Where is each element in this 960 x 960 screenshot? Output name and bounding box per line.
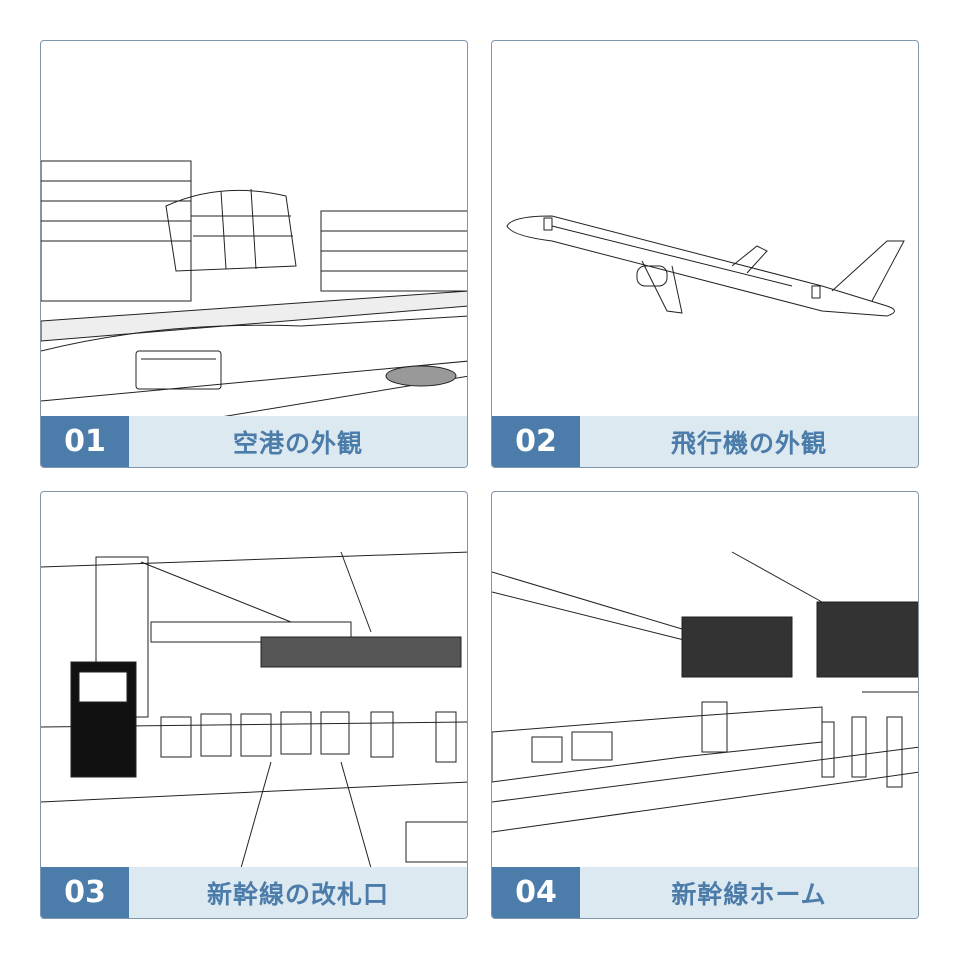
card-title: 空港の外観	[232, 428, 363, 458]
card-title: 新幹線ホーム	[671, 879, 827, 909]
airport-exterior-illustration	[41, 160, 467, 417]
card-shinkansen-platform[interactable]: 04 新幹線ホーム	[491, 491, 919, 919]
shinkansen-ticket-gate-illustration	[41, 551, 467, 868]
card-label-bar: 03 新幹線の改札口	[41, 867, 467, 918]
card-label-bar: 02 飛行機の外観	[492, 416, 918, 467]
airplane-exterior-illustration	[506, 215, 905, 317]
card-number: 01	[41, 416, 129, 467]
card-label-bar: 01 空港の外観	[41, 416, 467, 467]
shinkansen-platform-illustration	[492, 551, 918, 833]
card-airport-exterior[interactable]: 01 空港の外観	[40, 40, 468, 468]
card-airplane-exterior[interactable]: 02 飛行機の外観	[491, 40, 919, 468]
card-title: 新幹線の改札口	[206, 879, 389, 909]
card-number: 04	[492, 867, 580, 918]
card-title: 飛行機の外観	[670, 428, 827, 458]
card-label-bar: 04 新幹線ホーム	[492, 867, 918, 918]
card-number: 03	[41, 867, 129, 918]
card-number: 02	[492, 416, 580, 467]
card-shinkansen-ticket-gate[interactable]: 03 新幹線の改札口	[40, 491, 468, 919]
